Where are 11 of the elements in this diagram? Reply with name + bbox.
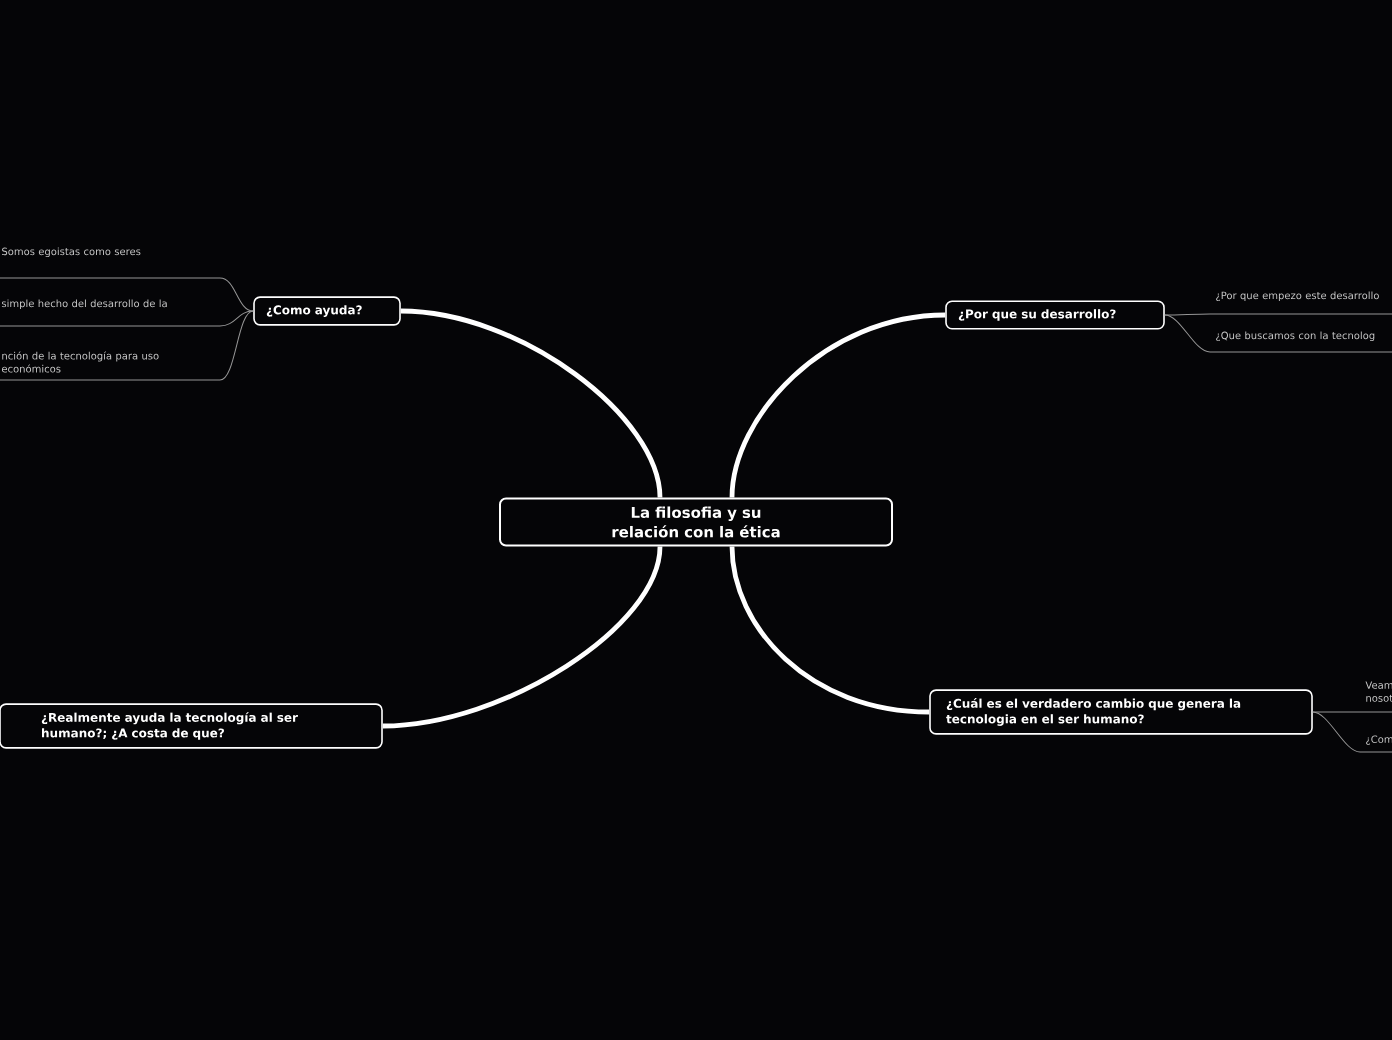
connector-line <box>0 310 254 381</box>
connector-curve <box>400 308 663 498</box>
connector-line <box>1164 314 1392 353</box>
connector-curve <box>729 546 930 715</box>
connector-line <box>1164 313 1392 316</box>
connector-curve <box>382 546 663 729</box>
connector-line <box>1312 711 1392 713</box>
connector-line <box>1312 711 1392 753</box>
connector-line <box>0 310 254 327</box>
connector-curve <box>729 312 946 498</box>
connector-line <box>0 277 254 312</box>
